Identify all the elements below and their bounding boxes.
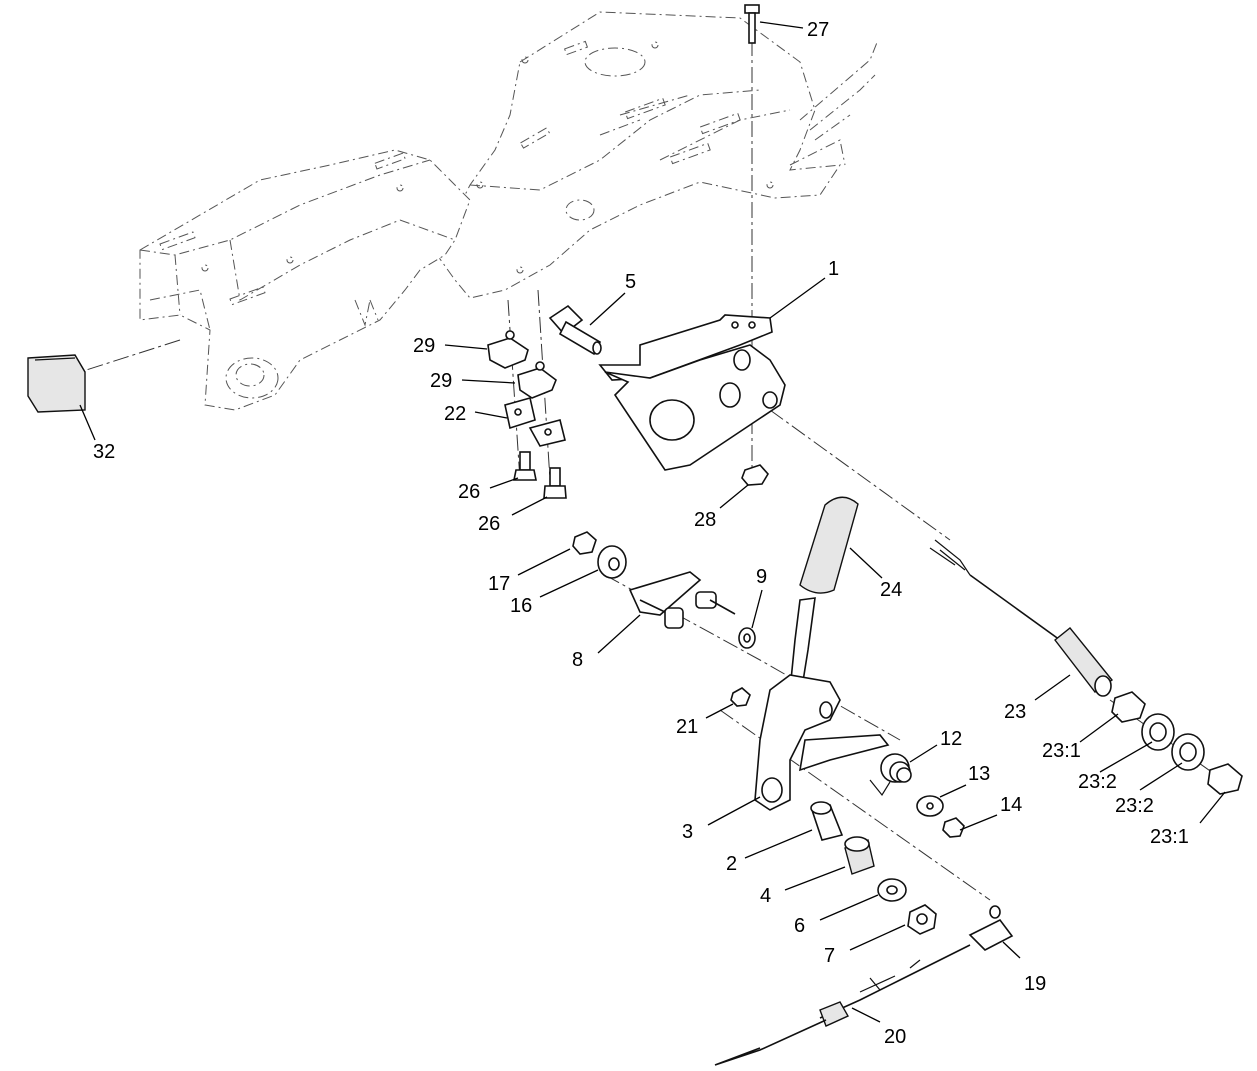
callout-27: 27: [807, 19, 829, 41]
part-32-end-cap: [27, 354, 86, 413]
callout-labels: 27 1 5 29 29 22 32 26 26 28 17 16 9 24 8…: [93, 19, 1189, 1048]
callout-23-1-b: 23:1: [1150, 826, 1189, 848]
callout-20: 20: [884, 1026, 906, 1048]
callout-16: 16: [510, 595, 532, 617]
part-6-washer: [877, 878, 907, 902]
part-19-cable-end: [968, 905, 1014, 951]
part-20-control-cable: [714, 944, 971, 1066]
part-26-bolt-a: [513, 451, 537, 481]
part-23-2-washer-a: [1141, 713, 1175, 751]
part-23-1-nut-b: [1207, 763, 1243, 795]
part-8-shaft-bracket: [628, 571, 736, 629]
callout-17: 17: [488, 573, 510, 595]
part-3-lever: [754, 597, 890, 811]
callout-13: 13: [968, 763, 990, 785]
callout-23: 23: [1004, 701, 1026, 723]
part-23-1-nut-a: [1111, 691, 1146, 723]
part-7-nut: [907, 904, 937, 935]
callout-19: 19: [1024, 973, 1046, 995]
part-29-clip-nut-b: [517, 361, 557, 399]
part-5-bolt: [548, 304, 602, 356]
part-16-spacer: [597, 545, 627, 579]
callout-5: 5: [625, 271, 636, 293]
callout-21: 21: [676, 716, 698, 738]
callout-7: 7: [824, 945, 835, 967]
callout-28: 28: [694, 509, 716, 531]
callout-29-a: 29: [413, 335, 435, 357]
part-23-2-washer-b: [1171, 733, 1205, 771]
part-13-washer: [916, 795, 944, 817]
callout-23-2-b: 23:2: [1115, 795, 1154, 817]
callout-23-1-a: 23:1: [1042, 740, 1081, 762]
frame-phantom: [139, 11, 879, 411]
part-12-spring: [869, 753, 912, 797]
part-4-bushing: [844, 836, 875, 875]
part-29-clip-nut-a: [487, 330, 529, 369]
callout-32: 32: [93, 441, 115, 463]
callout-26-b: 26: [478, 513, 500, 535]
callout-12: 12: [940, 728, 962, 750]
callout-8: 8: [572, 649, 583, 671]
part-1-bracket: [598, 314, 786, 471]
part-21-nut: [730, 687, 751, 707]
callout-4: 4: [760, 885, 771, 907]
part-27-bolt: [744, 4, 760, 44]
callout-22: 22: [444, 403, 466, 425]
callout-6: 6: [794, 915, 805, 937]
part-24-handle-grip: [799, 496, 859, 594]
callout-23-2-a: 23:2: [1078, 771, 1117, 793]
callout-2: 2: [726, 853, 737, 875]
callout-1: 1: [828, 258, 839, 280]
callout-9: 9: [756, 566, 767, 588]
part-22-bracket: [504, 397, 566, 447]
part-2-bushing: [810, 801, 844, 841]
callout-3: 3: [682, 821, 693, 843]
callout-29-b: 29: [430, 370, 452, 392]
callout-26-a: 26: [458, 481, 480, 503]
part-26-bolt-b: [543, 467, 567, 499]
part-9-nut: [738, 627, 756, 649]
part-23-cable: [929, 539, 1114, 697]
part-28-nut: [741, 464, 769, 486]
callout-24: 24: [880, 579, 902, 601]
leader-lines: [79, 21, 1226, 1023]
part-14-nut: [942, 817, 965, 838]
callout-14: 14: [1000, 794, 1022, 816]
part-17-nut: [572, 531, 597, 555]
